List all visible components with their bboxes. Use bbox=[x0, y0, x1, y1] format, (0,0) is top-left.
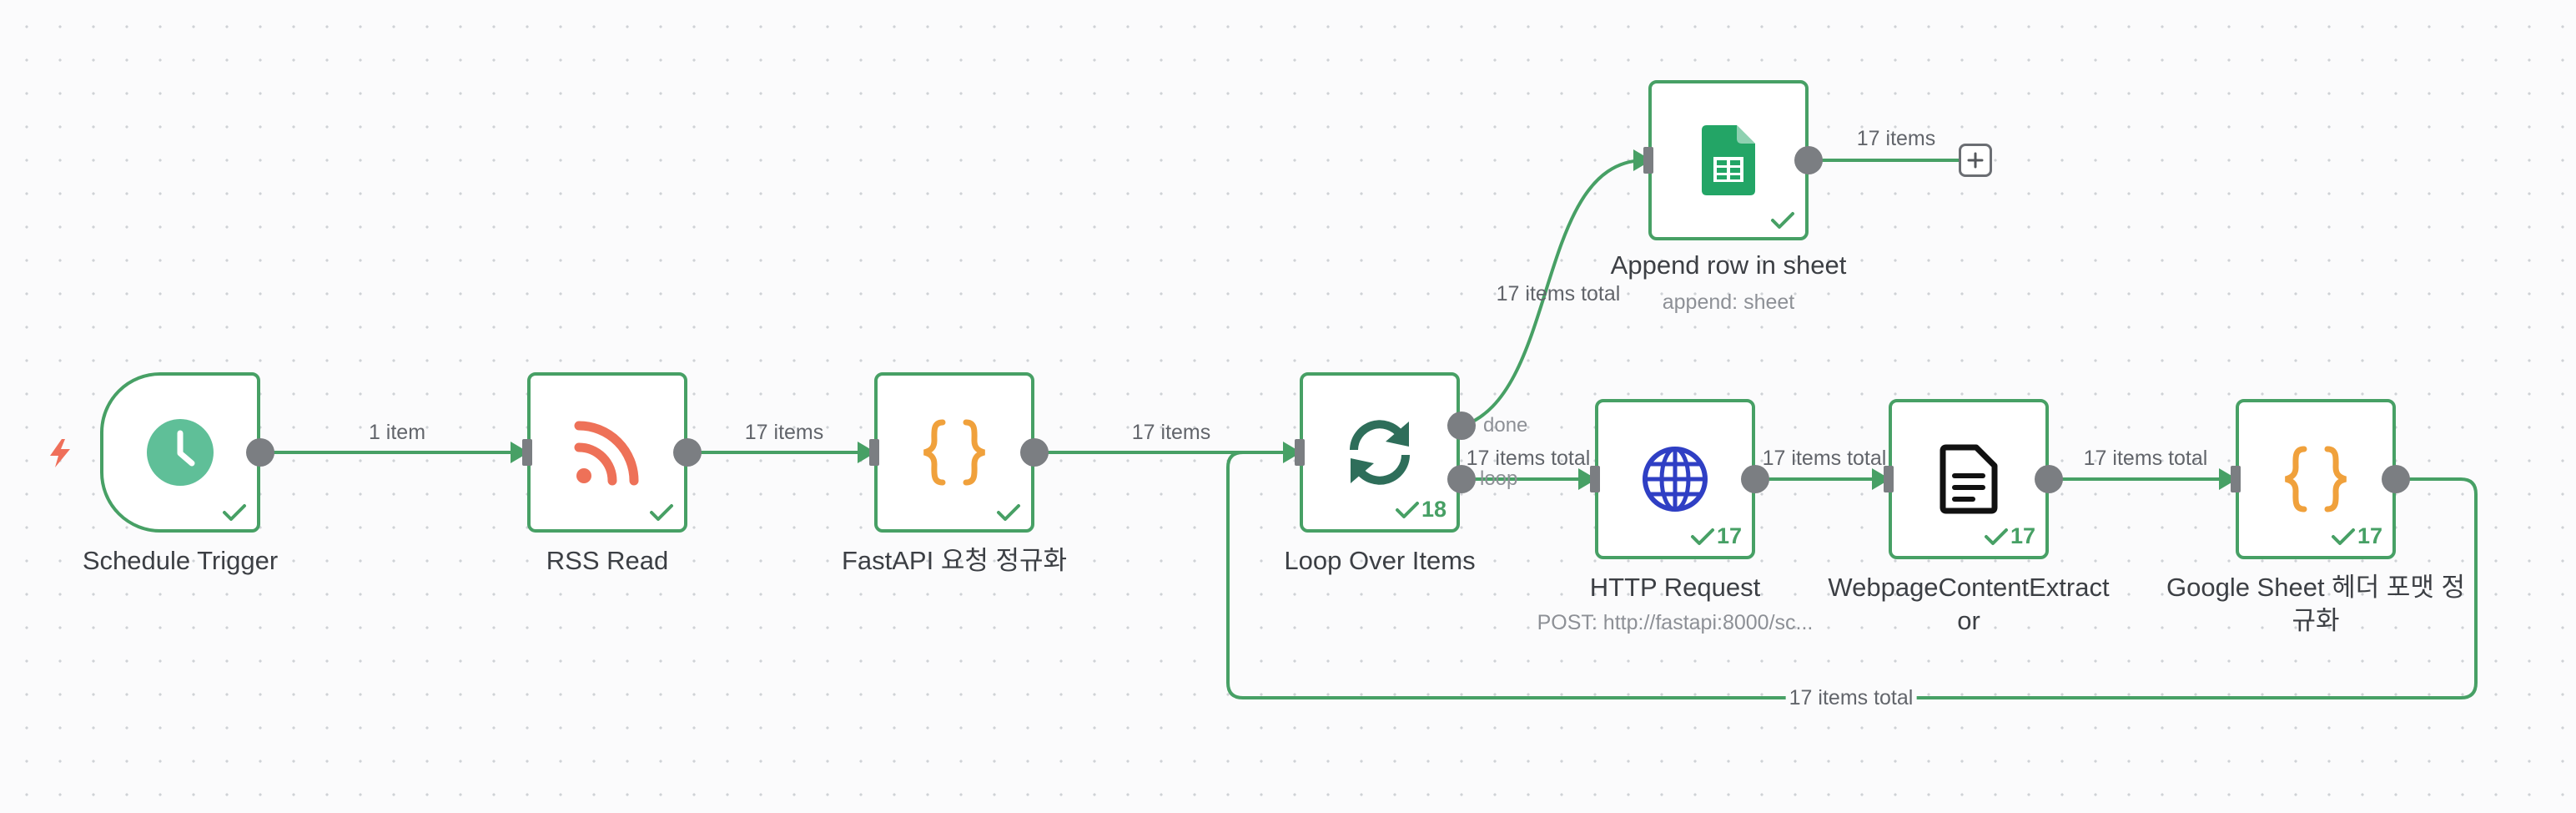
check-icon bbox=[1984, 528, 2008, 545]
node-label: Loop Over Items bbox=[1284, 546, 1476, 575]
edge-label: 1 item bbox=[368, 421, 426, 444]
node-google-sheet-header-format[interactable]: 17 bbox=[2236, 399, 2396, 559]
node-subtitle: POST: http://fastapi:8000/sc... bbox=[1537, 611, 1814, 634]
node-label: WebpageContentExtract or bbox=[1794, 571, 2144, 638]
success-badge bbox=[649, 502, 674, 523]
edge-label: 17 items bbox=[744, 421, 824, 444]
output-handle[interactable] bbox=[1794, 146, 1823, 174]
node-label: FastAPI 요청 정규화 bbox=[841, 546, 1068, 575]
check-icon bbox=[2331, 528, 2355, 545]
google-sheets-icon bbox=[1702, 125, 1755, 195]
check-icon bbox=[1395, 501, 1419, 518]
run-count-badge: 17 bbox=[2331, 523, 2382, 549]
input-handle[interactable] bbox=[522, 439, 532, 466]
input-handle[interactable] bbox=[1295, 439, 1305, 466]
trigger-bolt-icon bbox=[50, 439, 70, 467]
rss-icon bbox=[574, 421, 639, 486]
arrow-head bbox=[1578, 468, 1597, 490]
code-braces-icon bbox=[923, 419, 985, 486]
edge-label: 17 items total bbox=[1496, 282, 1621, 306]
node-rss-read[interactable] bbox=[527, 372, 687, 533]
node-fastapi-normalize[interactable] bbox=[874, 372, 1034, 533]
check-icon bbox=[997, 504, 1020, 521]
node-label: HTTP Request bbox=[1589, 573, 1761, 602]
arrow-head bbox=[2219, 468, 2237, 490]
code-braces-icon bbox=[2285, 446, 2347, 513]
output-handle[interactable] bbox=[2035, 465, 2063, 493]
input-handle[interactable] bbox=[2231, 466, 2241, 492]
add-node-button[interactable] bbox=[1959, 144, 1992, 177]
plus-icon bbox=[1967, 152, 1984, 169]
success-badge bbox=[222, 502, 247, 523]
arrow-head bbox=[1283, 442, 1301, 463]
run-count: 17 bbox=[1716, 523, 1742, 548]
run-count: 17 bbox=[2010, 523, 2035, 548]
run-count-badge: 18 bbox=[1395, 497, 1446, 523]
arrow-head bbox=[511, 442, 529, 463]
node-schedule-trigger[interactable] bbox=[100, 372, 260, 533]
port-label-loop: loop bbox=[1480, 467, 1518, 490]
document-icon bbox=[1940, 444, 1998, 514]
node-append-row-in-sheet[interactable] bbox=[1648, 80, 1809, 240]
output-handle[interactable] bbox=[1020, 438, 1049, 467]
input-handle[interactable] bbox=[1590, 466, 1600, 492]
node-label: Append row in sheet bbox=[1610, 250, 1847, 280]
node-label: RSS Read bbox=[546, 546, 669, 575]
edge-loop-done-to-append[interactable] bbox=[1462, 159, 1646, 427]
node-label-line: or bbox=[1957, 606, 1980, 635]
edge-label: 17 items total bbox=[2083, 447, 2208, 470]
port-label-done: done bbox=[1483, 414, 1528, 437]
check-icon bbox=[1771, 212, 1794, 229]
arrow-head bbox=[858, 442, 876, 463]
output-handle[interactable] bbox=[673, 438, 702, 467]
node-loop-over-items[interactable]: 18 bbox=[1300, 372, 1460, 533]
node-subtitle: append: sheet bbox=[1662, 290, 1795, 314]
run-count-badge: 17 bbox=[1984, 523, 2035, 549]
edge-label: 17 items bbox=[1856, 127, 1936, 150]
node-http-request[interactable]: 17 bbox=[1595, 399, 1755, 559]
run-count: 17 bbox=[2357, 523, 2382, 548]
output-handle[interactable] bbox=[1741, 465, 1769, 493]
node-webpage-content-extractor[interactable]: 17 bbox=[1889, 399, 2049, 559]
output-handle[interactable] bbox=[246, 438, 274, 467]
check-icon bbox=[1690, 528, 1714, 545]
run-count-badge: 17 bbox=[1690, 523, 1742, 549]
output-handle-loop[interactable] bbox=[1447, 465, 1476, 493]
arrow-head bbox=[1872, 468, 1890, 490]
edge-label: 17 items total bbox=[1762, 447, 1887, 470]
node-label: Schedule Trigger bbox=[82, 546, 279, 575]
success-badge bbox=[996, 502, 1021, 523]
edge-label: 17 items total bbox=[1785, 685, 1917, 710]
node-label-line: WebpageContentExtract bbox=[1828, 573, 2110, 602]
node-label-line: 규화 bbox=[2292, 606, 2340, 635]
success-badge bbox=[1770, 210, 1795, 230]
input-handle[interactable] bbox=[869, 439, 879, 466]
edge-label: 17 items bbox=[1131, 421, 1211, 444]
globe-icon bbox=[1643, 447, 1708, 512]
edge-label: 17 items total bbox=[1466, 447, 1591, 470]
check-icon bbox=[650, 504, 673, 521]
input-handle[interactable] bbox=[1643, 147, 1653, 174]
node-label: Google Sheet 헤더 포맷 정 규화 bbox=[2141, 571, 2491, 638]
node-label-line: Google Sheet 헤더 포맷 정 bbox=[2166, 573, 2466, 602]
loop-icon bbox=[1350, 420, 1410, 485]
arrow-head bbox=[1633, 149, 1652, 171]
output-handle[interactable] bbox=[2382, 465, 2410, 493]
output-handle-done[interactable] bbox=[1447, 412, 1476, 440]
clock-icon bbox=[147, 419, 214, 486]
check-icon bbox=[223, 504, 246, 521]
run-count: 18 bbox=[1421, 497, 1446, 522]
input-handle[interactable] bbox=[1884, 466, 1894, 492]
